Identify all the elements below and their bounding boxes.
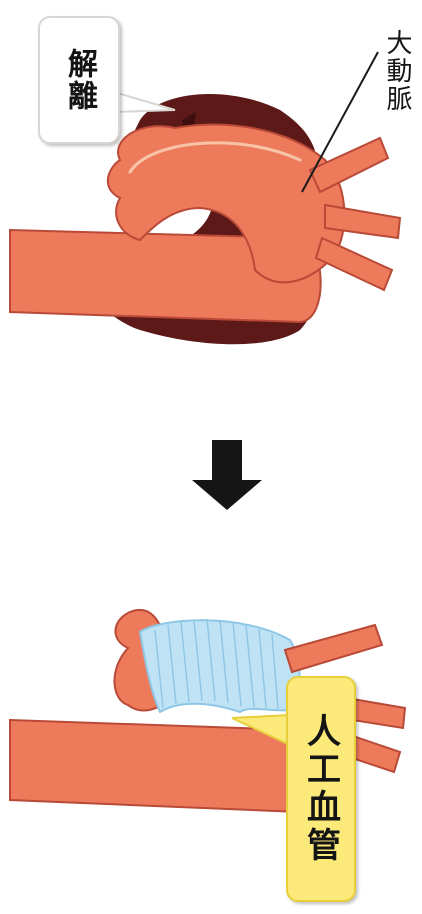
branch-vessel-3 [316, 238, 392, 290]
branch-vessel-1-repaired [285, 625, 382, 672]
artificial-graft-label: 人工血管 [286, 676, 356, 902]
artificial-graft [140, 620, 299, 712]
branch-vessel-1 [310, 138, 388, 192]
down-arrow-icon [192, 440, 262, 510]
dissection-label: 解離 [38, 16, 120, 144]
aorta-label: 大動脈 [380, 6, 416, 136]
